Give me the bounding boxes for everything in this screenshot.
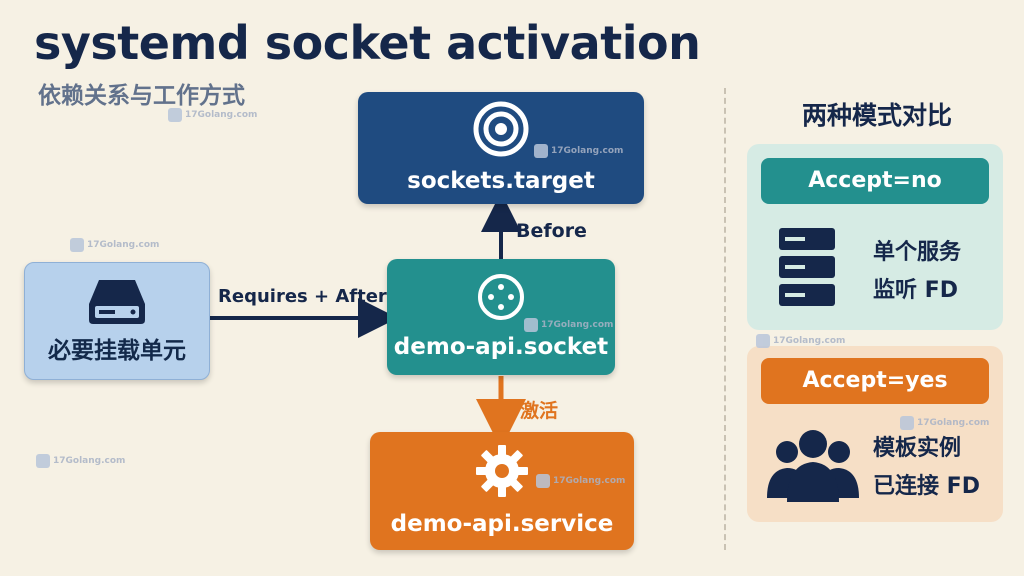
watermark: 17Golang.com [70,238,159,252]
accept-no-badge: Accept=no [761,158,989,204]
watermark-logo-icon [900,416,914,430]
watermark: 17Golang.com [168,108,257,122]
accept-no-line1: 单个服务 [873,240,962,265]
demo-service-label: demo-api.service [390,511,614,537]
watermark: 17Golang.com [534,144,623,158]
requires-after-label: Requires + After [218,286,387,307]
accept-no-line2: 监听 FD [873,278,958,303]
demo-service-node: demo-api.service [370,432,634,550]
watermark: 17Golang.com [756,334,845,348]
watermark-logo-icon [536,474,550,488]
activate-label: 激活 [520,400,559,422]
socket-icon [478,274,524,320]
comparison-title: 两种模式对比 [801,101,952,130]
page-subtitle: 依赖关系与工作方式 [38,83,245,109]
watermark-logo-icon [36,454,50,468]
watermark: 17Golang.com [536,474,625,488]
sockets-target-node: sockets.target [358,92,644,204]
mount-unit-node: 必要挂载单元 [24,262,210,380]
users-icon [767,430,859,502]
watermark-logo-icon [756,334,770,348]
watermark: 17Golang.com [524,318,613,332]
watermark-logo-icon [168,108,182,122]
watermark-logo-icon [524,318,538,332]
accept-yes-line1: 模板实例 [873,436,962,461]
demo-socket-label: demo-api.socket [393,334,609,360]
accept-yes-desc: 模板实例 已连接 FD [873,430,980,506]
watermark: 17Golang.com [36,454,125,468]
accept-yes-line2: 已连接 FD [873,474,980,499]
drive-icon [89,280,145,324]
mount-unit-label: 必要挂载单元 [48,338,186,364]
watermark-logo-icon [534,144,548,158]
server-icon [779,228,835,306]
demo-socket-node: demo-api.socket [387,259,615,375]
watermark-logo-icon [70,238,84,252]
gear-icon [476,445,528,497]
before-label: Before [516,220,587,242]
sockets-target-label: sockets.target [407,168,595,194]
target-icon [473,101,529,157]
section-divider [724,88,726,550]
accept-yes-badge: Accept=yes [761,358,989,404]
page-title: systemd socket activation [34,16,701,70]
accept-no-panel: Accept=no 单个服务 监听 FD [747,144,1003,330]
accept-yes-panel: Accept=yes 模板实例 已连接 FD [747,346,1003,522]
accept-no-desc: 单个服务 监听 FD [873,234,961,310]
watermark: 17Golang.com [900,416,989,430]
